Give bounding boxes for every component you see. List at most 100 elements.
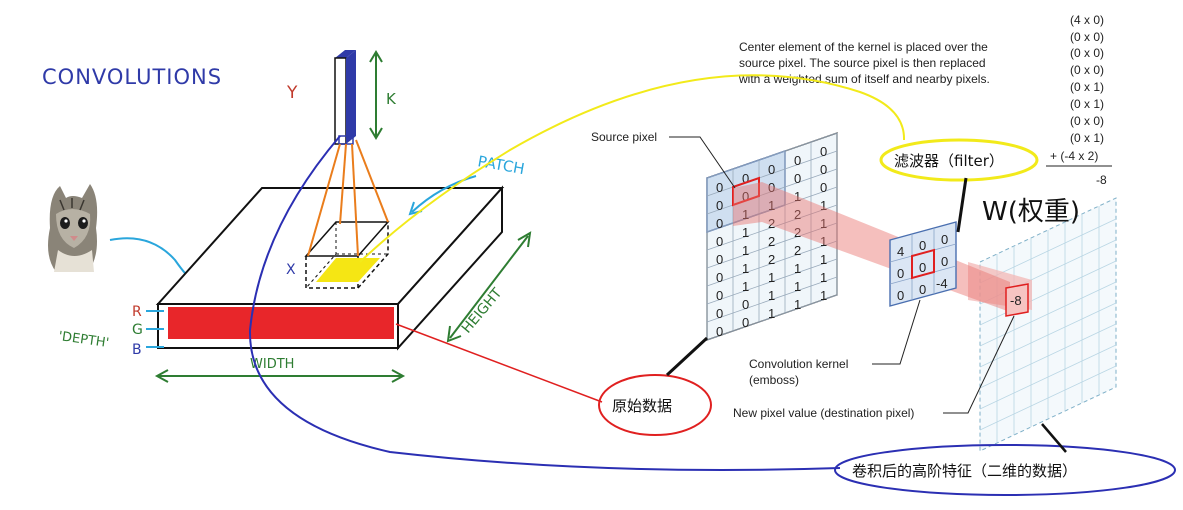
source-cell: 1 — [742, 207, 749, 222]
source-cell: 0 — [716, 288, 723, 303]
source-cell: 0 — [716, 252, 723, 267]
kernel-center-highlight — [911, 248, 935, 280]
kernel-cell: 0 — [941, 254, 948, 269]
width-arrow — [154, 369, 406, 383]
raw-data-ellipse — [598, 374, 712, 436]
source-cell: 1 — [794, 189, 801, 204]
source-cell: 0 — [768, 162, 775, 177]
k-label: K — [386, 90, 397, 108]
x-label: X — [286, 262, 296, 278]
calc-term: (4 x 0) — [1070, 13, 1104, 27]
result-value: -8 — [1010, 293, 1022, 308]
source-cell: 0 — [820, 144, 827, 159]
raw-data-link — [395, 323, 603, 403]
raw-data-label: 原始数据 — [612, 397, 672, 415]
source-cell: 0 — [716, 216, 723, 231]
source-pixel-label: Source pixel — [591, 130, 657, 144]
source-cell: 0 — [716, 270, 723, 285]
source-cell: 1 — [820, 216, 827, 231]
calc-term: (0 x 0) — [1070, 30, 1104, 44]
filter-ellipse — [879, 138, 1039, 182]
calc-term: (0 x 0) — [1070, 63, 1104, 77]
kernel-cell: 0 — [941, 232, 948, 247]
source-cell: 0 — [820, 162, 827, 177]
kernel-cell: -4 — [936, 276, 948, 291]
description-line-2: source pixel. The source pixel is then r… — [739, 56, 986, 70]
channel-b-label: B — [132, 342, 142, 358]
kernel-cell: 0 — [897, 288, 904, 303]
source-cell: 1 — [742, 243, 749, 258]
source-cell: 0 — [742, 297, 749, 312]
source-cell: 0 — [742, 189, 749, 204]
source-cell: 1 — [768, 198, 775, 213]
source-cell: 0 — [768, 180, 775, 195]
source-cell: 0 — [742, 315, 749, 330]
feature-link — [248, 135, 841, 471]
description-line-3: with a weighted sum of itself and nearby… — [738, 72, 990, 86]
destination-grid — [979, 197, 1117, 452]
input-volume — [155, 185, 505, 351]
source-cell: 1 — [820, 270, 827, 285]
source-cell: 1 — [794, 261, 801, 276]
source-cell: 1 — [820, 198, 827, 213]
calc-term: (0 x 0) — [1070, 114, 1104, 128]
calc-column: (4 x 0) (0 x 0) (0 x 0) (0 x 0) (0 x 1) … — [1046, 13, 1112, 187]
source-cell: 1 — [742, 261, 749, 276]
calc-result: -8 — [1096, 173, 1107, 187]
source-cell: 0 — [820, 180, 827, 195]
source-cell: 1 — [820, 234, 827, 249]
depth-label: 'DEPTH' — [57, 329, 110, 351]
new-pixel-label: New pixel value (destination pixel) — [733, 406, 914, 420]
rgb-ticks — [146, 310, 164, 348]
source-cell: 2 — [768, 252, 775, 267]
convolutions-title: CONVOLUTIONS — [42, 65, 222, 89]
source-pixel-highlight — [732, 176, 760, 207]
weights-label: W(权重) — [982, 197, 1080, 227]
depth-bar — [168, 307, 394, 339]
source-cell: 0 — [742, 171, 749, 186]
source-cell: 0 — [716, 198, 723, 213]
source-cell: 0 — [716, 180, 723, 195]
kernel-cell: 0 — [919, 260, 926, 275]
calc-term: + (-4 x 2) — [1050, 149, 1098, 163]
kitten-image — [42, 175, 100, 273]
patch-arrow — [411, 175, 477, 213]
source-cell: 1 — [742, 225, 749, 240]
source-cell: 0 — [716, 234, 723, 249]
weights-stroke — [956, 177, 968, 233]
calc-term: (0 x 1) — [1070, 80, 1104, 94]
y-label: Y — [286, 83, 298, 103]
feature-label: 卷积后的高阶特征（二维的数据） — [852, 462, 1077, 480]
channel-g-label: G — [132, 322, 143, 338]
projection-lines — [307, 139, 389, 257]
source-grid: 0000000000011100122101221012210111100111… — [706, 132, 838, 341]
source-cell: 1 — [820, 288, 827, 303]
k-arrow — [369, 50, 383, 140]
kernel-cell: 0 — [919, 238, 926, 253]
annotations: 滤波器（filter） W(权重) 原始数据 卷积后的高阶特征（二维的数据） — [248, 74, 1176, 496]
kernel-label-line-1: Convolution kernel — [749, 357, 848, 371]
source-cell: 2 — [794, 243, 801, 258]
source-cell: 1 — [768, 288, 775, 303]
source-cell: 1 — [794, 279, 801, 294]
source-cell: 2 — [794, 225, 801, 240]
source-cell: 2 — [768, 216, 775, 231]
calc-term: (0 x 0) — [1070, 46, 1104, 60]
source-cell: 0 — [794, 153, 801, 168]
width-label: WIDTH — [250, 357, 294, 372]
channel-r-label: R — [132, 304, 142, 320]
source-cell: 2 — [768, 234, 775, 249]
description-line-1: Center element of the kernel is placed o… — [739, 40, 988, 54]
source-cell: 1 — [742, 279, 749, 294]
filter-label: 滤波器（filter） — [894, 152, 1004, 170]
kernel-cell: 0 — [897, 266, 904, 281]
left-panel: CONVOLUTIONS — [0, 38, 552, 458]
feature-ellipse — [834, 444, 1176, 496]
calc-term: (0 x 1) — [1070, 97, 1104, 111]
height-arrow — [446, 231, 532, 343]
source-cell: 1 — [794, 297, 801, 312]
right-panel: Center element of the kernel is placed o… — [591, 13, 1117, 452]
source-cell: 0 — [716, 324, 723, 339]
